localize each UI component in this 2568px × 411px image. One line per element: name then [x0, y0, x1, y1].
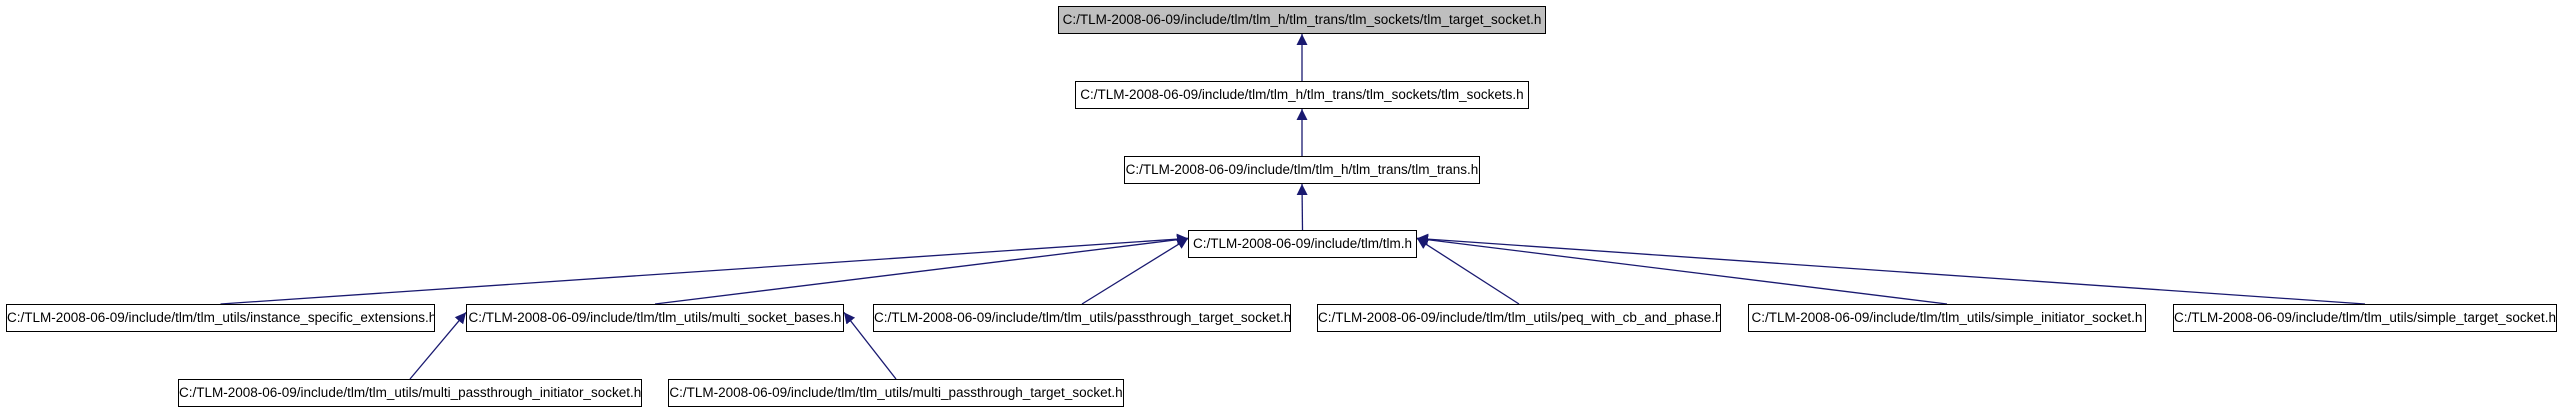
node-passthrough-target-socket-h[interactable]: C:/TLM-2008-06-09/include/tlm/tlm_utils/…	[873, 304, 1291, 332]
node-peq-with-cb-and-phase-h[interactable]: C:/TLM-2008-06-09/include/tlm/tlm_utils/…	[1317, 304, 1721, 332]
edge-simple_initiator-to-tlm	[1416, 234, 1948, 305]
edge-passthrough_target-to-tlm	[1081, 237, 1189, 305]
node-simple-target-socket-h[interactable]: C:/TLM-2008-06-09/include/tlm/tlm_utils/…	[2173, 304, 2557, 332]
node-tlm-target-socket-h[interactable]: C:/TLM-2008-06-09/include/tlm/tlm_h/tlm_…	[1058, 6, 1546, 34]
node-tlm-sockets-h[interactable]: C:/TLM-2008-06-09/include/tlm/tlm_h/tlm_…	[1075, 81, 1529, 109]
edge-instance_ext-to-tlm	[220, 233, 1189, 305]
node-multi-passthrough-initiator-socket-h[interactable]: C:/TLM-2008-06-09/include/tlm/tlm_utils/…	[178, 379, 642, 407]
edge-simple_target-to-tlm	[1416, 233, 2366, 305]
node-multi-socket-bases-h[interactable]: C:/TLM-2008-06-09/include/tlm/tlm_utils/…	[466, 304, 844, 332]
node-simple-initiator-socket-h[interactable]: C:/TLM-2008-06-09/include/tlm/tlm_utils/…	[1748, 304, 2146, 332]
edge-tlm-to-trans	[1296, 183, 1308, 231]
node-tlm-trans-h[interactable]: C:/TLM-2008-06-09/include/tlm/tlm_h/tlm_…	[1124, 156, 1480, 184]
edge-peq-to-tlm	[1416, 237, 1520, 305]
edge-multi_pt_target-to-multi_bases	[843, 311, 897, 380]
node-instance-specific-extensions-h[interactable]: C:/TLM-2008-06-09/include/tlm/tlm_utils/…	[6, 304, 435, 332]
node-multi-passthrough-target-socket-h[interactable]: C:/TLM-2008-06-09/include/tlm/tlm_utils/…	[668, 379, 1124, 407]
edge-multi_pt_initiator-to-multi_bases	[409, 311, 467, 380]
edge-multi_bases-to-tlm	[654, 234, 1189, 305]
node-tlm-h[interactable]: C:/TLM-2008-06-09/include/tlm/tlm.h	[1188, 230, 1417, 258]
